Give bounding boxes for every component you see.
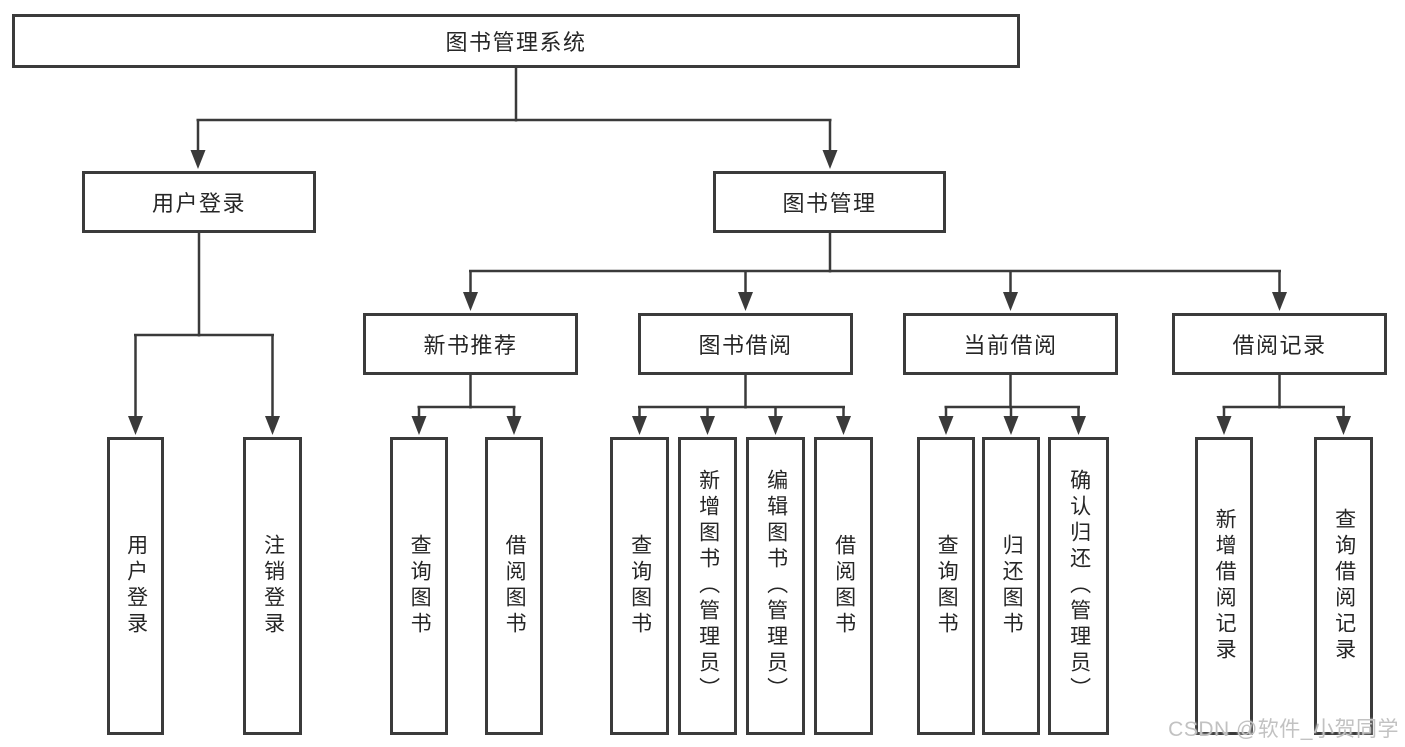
- node-root-label: 图书管理系统: [445, 30, 587, 55]
- leaf-add-borrow-record-label: 新增借阅记录: [1213, 508, 1237, 664]
- arrowhead-down-icon: [1272, 292, 1287, 311]
- node-new-book-recommend-label: 新书推荐: [423, 333, 518, 358]
- arrowhead-down-icon: [1003, 416, 1019, 435]
- node-user-login-label: 用户登录: [151, 191, 246, 216]
- node-current-borrow: 当前借阅: [903, 313, 1118, 375]
- arrowhead-down-icon: [265, 416, 280, 435]
- node-book-borrow: 图书借阅: [638, 313, 853, 375]
- csdn-watermark: CSDN @软件_小贺同学: [1168, 718, 1399, 741]
- arrowhead-down-icon: [938, 416, 954, 435]
- node-current-borrow-label: 当前借阅: [963, 333, 1058, 358]
- leaf-current-query-book-label: 查询图书: [935, 534, 959, 638]
- node-book-borrow-label: 图书借阅: [698, 333, 793, 358]
- leaf-borrow-query-book: 查询图书: [610, 437, 669, 735]
- leaf-confirm-return-admin-label: 确认归还（管理员）: [1067, 469, 1091, 703]
- leaf-add-book-admin: 新增图书（管理员）: [678, 437, 737, 735]
- leaf-logout-label: 注销登录: [261, 534, 285, 638]
- node-book-management: 图书管理: [713, 171, 946, 233]
- arrowhead-down-icon: [700, 416, 715, 435]
- arrowhead-down-icon: [1071, 416, 1086, 435]
- node-borrow-record: 借阅记录: [1172, 313, 1387, 375]
- leaf-recommend-borrow-book-label: 借阅图书: [503, 534, 527, 638]
- leaf-edit-book-admin: 编辑图书（管理员）: [746, 437, 805, 735]
- arrowhead-down-icon: [836, 416, 851, 435]
- arrowhead-down-icon: [1003, 292, 1018, 311]
- arrowhead-down-icon: [128, 416, 143, 435]
- leaf-edit-book-admin-label: 编辑图书（管理员）: [764, 469, 788, 703]
- node-user-login: 用户登录: [82, 171, 316, 233]
- leaf-return-book-label: 归还图书: [1000, 534, 1024, 638]
- leaf-recommend-borrow-book: 借阅图书: [485, 437, 543, 735]
- arrowhead-down-icon: [768, 416, 783, 435]
- leaf-query-borrow-record: 查询借阅记录: [1314, 437, 1373, 735]
- arrowhead-down-icon: [822, 150, 838, 169]
- leaf-recommend-query-book: 查询图书: [390, 437, 448, 735]
- arrowhead-down-icon: [463, 292, 478, 311]
- leaf-borrow-book-label: 借阅图书: [832, 534, 856, 638]
- leaf-borrow-book: 借阅图书: [814, 437, 873, 735]
- arrowhead-down-icon: [190, 150, 206, 169]
- node-borrow-record-label: 借阅记录: [1232, 333, 1327, 358]
- arrowhead-down-icon: [738, 292, 753, 311]
- leaf-recommend-query-book-label: 查询图书: [408, 534, 432, 638]
- node-book-management-label: 图书管理: [782, 191, 877, 216]
- leaf-return-book: 归还图书: [982, 437, 1040, 735]
- leaf-user-login-label: 用户登录: [124, 534, 148, 638]
- arrowhead-down-icon: [411, 416, 427, 435]
- leaf-add-borrow-record: 新增借阅记录: [1195, 437, 1253, 735]
- arrowhead-down-icon: [1216, 416, 1232, 435]
- arrowhead-down-icon: [1336, 416, 1351, 435]
- leaf-query-borrow-record-label: 查询借阅记录: [1332, 508, 1356, 664]
- leaf-current-query-book: 查询图书: [917, 437, 975, 735]
- arrowhead-down-icon: [506, 416, 522, 435]
- leaf-confirm-return-admin: 确认归还（管理员）: [1048, 437, 1109, 735]
- leaf-logout: 注销登录: [243, 437, 302, 735]
- leaf-borrow-query-book-label: 查询图书: [628, 534, 652, 638]
- arrowhead-down-icon: [632, 416, 647, 435]
- node-new-book-recommend: 新书推荐: [363, 313, 578, 375]
- leaf-add-book-admin-label: 新增图书（管理员）: [696, 469, 720, 703]
- node-root: 图书管理系统: [12, 14, 1020, 68]
- leaf-user-login: 用户登录: [107, 437, 164, 735]
